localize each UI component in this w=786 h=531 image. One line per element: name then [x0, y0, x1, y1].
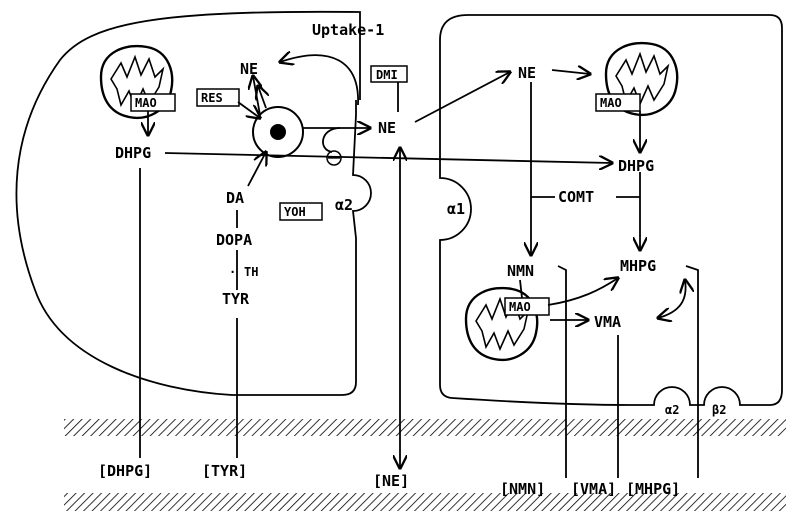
ne-left-label: NE: [240, 60, 258, 78]
res-label: RES: [201, 91, 223, 105]
dopa-label: DOPA: [216, 231, 252, 249]
plasma-mhpg-label: [MHPG]: [626, 480, 680, 498]
vessel-wall-top: [64, 419, 786, 436]
beta2-label: β2: [712, 403, 726, 417]
dhpg-left-label: DHPG: [115, 144, 151, 162]
mao-box-left: [130, 93, 176, 112]
alpha2-pre-label: α2: [335, 196, 353, 214]
alpha2-post-label: α2: [665, 403, 679, 417]
plasma-vma-label: [VMA]: [571, 480, 616, 498]
mao-right-label: MAO: [600, 96, 622, 110]
tyr-label: TYR: [222, 290, 250, 308]
th-dot: ·: [229, 265, 236, 279]
plasma-ne-label: [NE]: [373, 472, 409, 490]
dmi-label: DMI: [376, 68, 398, 82]
postsynaptic-cell: [439, 14, 783, 406]
res-box: [196, 88, 240, 107]
th-label: TH: [244, 265, 258, 279]
mao-box-right: [595, 93, 641, 112]
vessel-wall-bottom: [64, 493, 786, 511]
ne-right-label: NE: [518, 64, 536, 82]
nmn-label: NMN: [507, 262, 534, 280]
vesicle-core: [270, 124, 286, 140]
plasma-nmn-label: [NMN]: [500, 480, 545, 498]
dhpg-right-label: DHPG: [618, 157, 654, 175]
alpha1-label: α1: [447, 200, 465, 218]
yoh-box: [279, 202, 323, 221]
vma-label: VMA: [594, 313, 621, 331]
ne-center-label: NE: [378, 119, 396, 137]
comt-label: COMT: [558, 188, 594, 206]
plasma-dhpg-label: [DHPG]: [98, 462, 152, 480]
mhpg-label: MHPG: [620, 257, 656, 275]
pathway-arrows: [139, 55, 699, 478]
mao-bottom-label: MAO: [509, 300, 531, 314]
da-label: DA: [226, 189, 244, 207]
mao-left-label: MAO: [135, 96, 157, 110]
uptake-label: Uptake-1: [312, 21, 384, 39]
presynaptic-neuron: [15, 10, 372, 396]
mao-box-bottom: [504, 297, 550, 316]
dmi-box: [370, 65, 408, 83]
plasma-tyr-label: [TYR]: [202, 462, 247, 480]
yoh-label: YOH: [284, 205, 306, 219]
